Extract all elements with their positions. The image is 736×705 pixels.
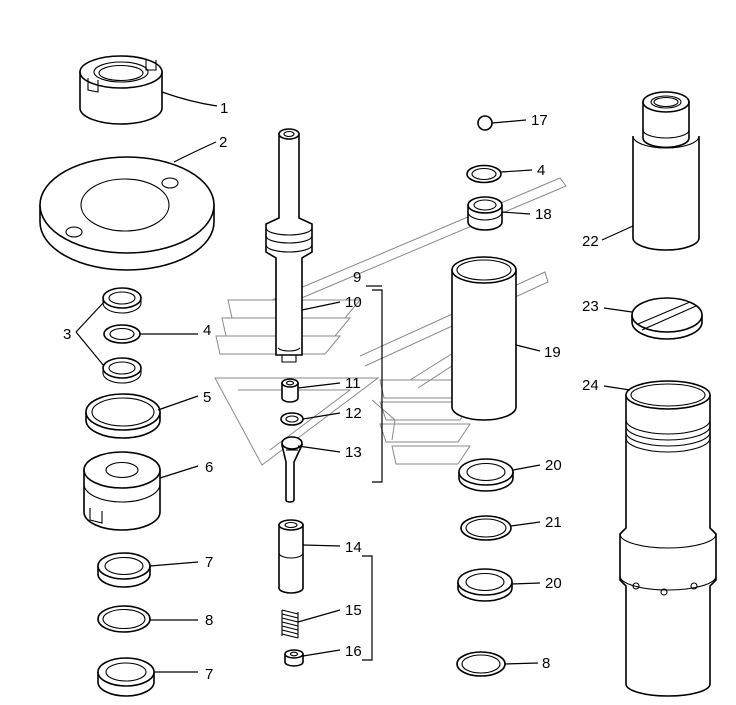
part-11-sleeve <box>281 378 299 403</box>
part-12-ring <box>280 412 304 426</box>
callout-11: 11 <box>345 375 361 392</box>
part-1-slotted-nut <box>79 55 163 125</box>
part-4-o-ring-right <box>466 164 502 184</box>
callout-6: 6 <box>205 459 213 476</box>
callout-8-left: 8 <box>205 612 213 629</box>
callout-5: 5 <box>203 389 211 406</box>
callout-23: 23 <box>582 298 599 315</box>
callout-7-upper: 7 <box>205 554 213 571</box>
callout-4-left: 4 <box>203 322 211 339</box>
part-18-valve-seat <box>467 196 503 231</box>
callout-7-lower: 7 <box>205 666 213 683</box>
callout-16: 16 <box>345 643 362 660</box>
callout-3: 3 <box>63 326 71 343</box>
part-3-ring-upper <box>102 287 142 314</box>
callout-14: 14 <box>345 539 362 556</box>
part-24-nozzle-body <box>619 380 717 697</box>
part-15-spring <box>281 609 299 639</box>
part-16-spring-seat <box>284 649 304 667</box>
part-8-o-ring-right <box>456 651 506 677</box>
callout-17: 17 <box>531 112 548 129</box>
callout-20-lower: 20 <box>545 575 562 592</box>
part-7-washer-upper <box>97 552 151 588</box>
callout-20-upper: 20 <box>545 457 562 474</box>
part-23-slotted-cap <box>631 297 703 340</box>
part-4-o-ring-left <box>103 324 141 344</box>
part-3-ring-lower <box>102 357 142 384</box>
callout-10: 10 <box>345 294 362 311</box>
part-19-barrel <box>451 256 517 421</box>
part-17-ball <box>477 115 493 131</box>
callout-13: 13 <box>345 444 362 461</box>
part-22-nozzle-holder-top <box>632 91 700 251</box>
part-20-washer-lower <box>457 568 513 602</box>
callout-24: 24 <box>582 377 599 394</box>
callout-8-right: 8 <box>542 655 550 672</box>
callout-22: 22 <box>582 233 599 250</box>
part-14-guide-sleeve <box>278 519 304 594</box>
part-8-o-ring-left <box>97 605 151 633</box>
callout-21: 21 <box>545 514 562 531</box>
part-5-seal-ring <box>85 393 161 439</box>
leader-lines <box>75 91 634 673</box>
part-20-washer-upper <box>458 458 514 492</box>
part-13-needle-valve <box>280 436 304 503</box>
part-7-washer-lower <box>97 657 155 697</box>
callout-1: 1 <box>220 100 228 117</box>
callout-labels: 1 2 3 4 5 6 7 8 7 9 10 11 12 13 14 15 16… <box>63 100 599 683</box>
part-21-o-ring <box>460 515 512 541</box>
callout-2: 2 <box>219 134 227 151</box>
part-2-flange-plate <box>39 156 215 271</box>
group-9-bracket <box>362 285 383 661</box>
part-6-bushing <box>83 451 161 531</box>
callout-15: 15 <box>345 602 362 619</box>
callout-4-right: 4 <box>537 162 545 179</box>
callout-9: 9 <box>353 269 361 286</box>
callout-12: 12 <box>345 405 362 422</box>
callout-18: 18 <box>535 206 552 223</box>
part-10-plunger <box>265 128 313 363</box>
callout-19: 19 <box>544 344 561 361</box>
